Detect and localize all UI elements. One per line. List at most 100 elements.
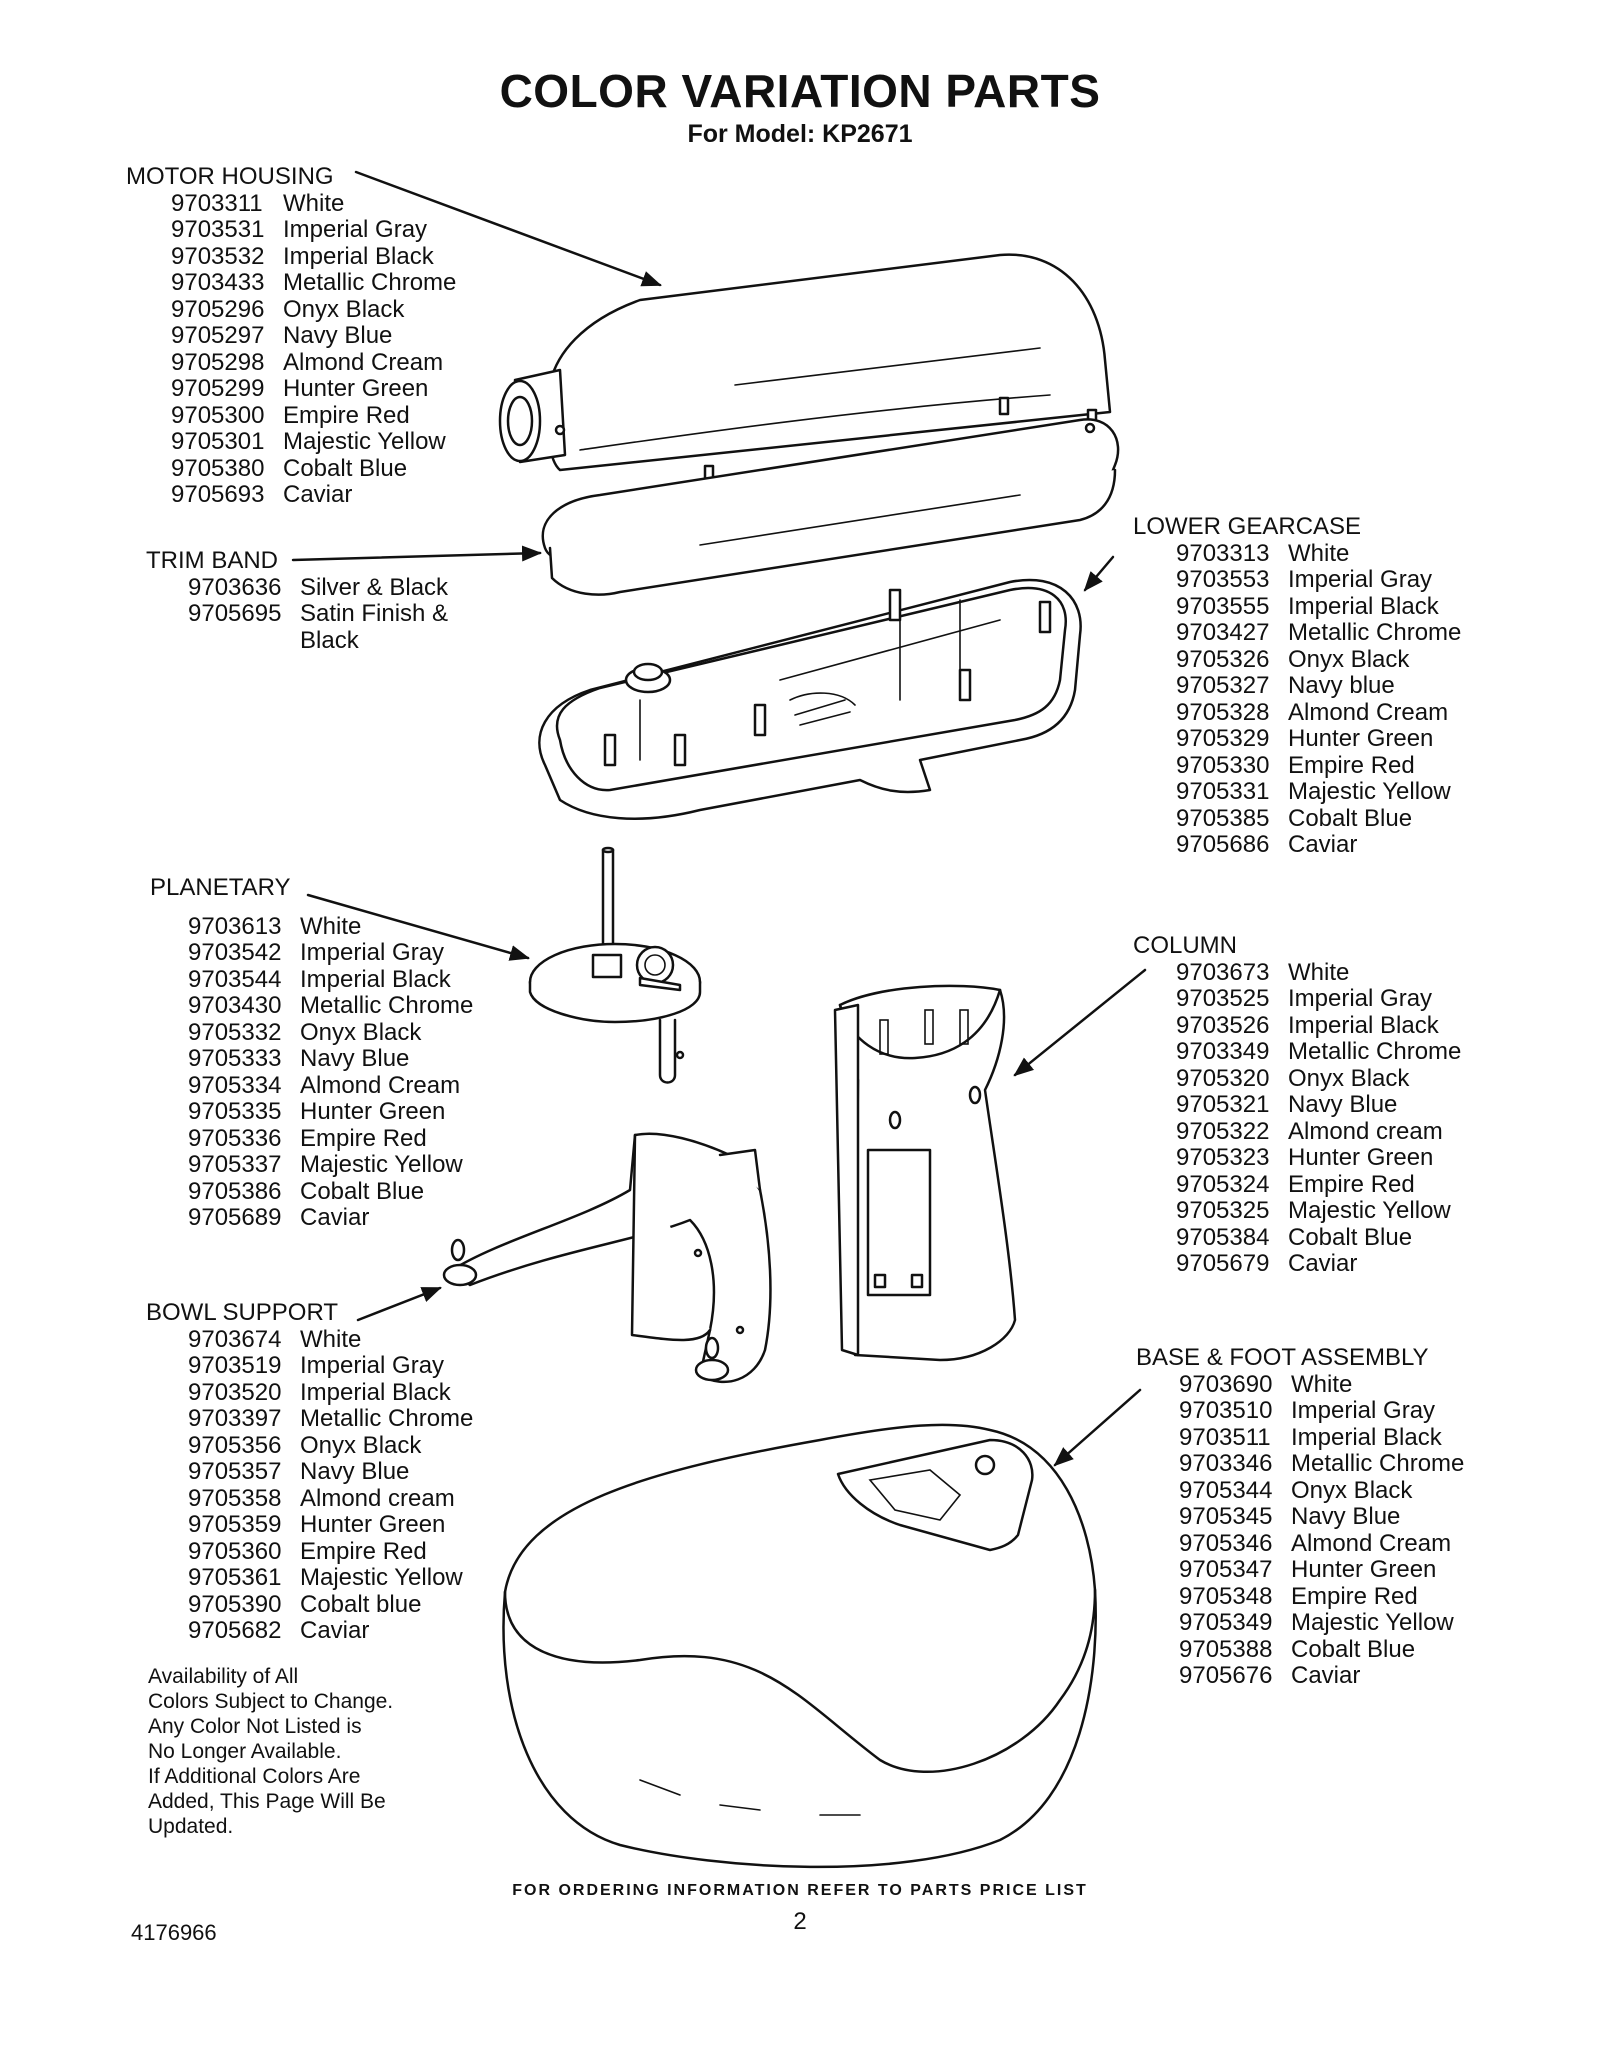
- part-number: 9705328: [1176, 698, 1270, 726]
- part-number: 9705333: [188, 1045, 282, 1072]
- part-color: Empire Red: [283, 401, 410, 429]
- part-color: White: [1288, 958, 1350, 986]
- part-color: Navy Blue: [300, 1045, 410, 1072]
- motor-housing-heading: MOTOR HOUSING: [126, 163, 334, 190]
- page-title: COLOR VARIATION PARTS: [499, 65, 1101, 117]
- part-color: Navy Blue: [1291, 1503, 1401, 1530]
- part-color: Metallic Chrome: [1291, 1450, 1465, 1477]
- part-number: 9705386: [188, 1177, 282, 1205]
- trim-band-heading: TRIM BAND: [146, 547, 278, 574]
- note-line: Updated.: [148, 1815, 234, 1838]
- part-color: White: [1291, 1370, 1353, 1398]
- part-color: Majestic Yellow: [1291, 1609, 1454, 1636]
- part-color: Onyx Black: [1288, 1064, 1410, 1092]
- part-color: Almond Cream: [300, 1071, 461, 1099]
- part-number: 9705296: [171, 295, 265, 323]
- leader-bowl-support: [356, 1286, 442, 1322]
- part-color: Hunter Green: [300, 1511, 446, 1538]
- part-row: 9705360 Empire Red: [188, 1537, 473, 1566]
- model-subtitle: For Model: KP2671: [687, 120, 913, 148]
- part-color: Metallic Chrome: [1288, 1038, 1462, 1065]
- part-number: 9705361: [188, 1564, 282, 1591]
- part-color: Hunter Green: [300, 1098, 446, 1125]
- part-number: 9705329: [1176, 725, 1270, 752]
- part-number: 9705334: [188, 1071, 282, 1099]
- part-number: 9705360: [188, 1537, 282, 1565]
- part-color: Imperial Gray: [300, 1352, 445, 1379]
- part-color: Cobalt Blue: [1288, 1223, 1413, 1251]
- part-color: White: [300, 912, 362, 940]
- part-color: Empire Red: [1291, 1582, 1418, 1610]
- leader-base-foot: [1053, 1388, 1142, 1467]
- part-color: Caviar: [300, 1204, 370, 1231]
- part-color: Almond Cream: [283, 348, 444, 376]
- leader-planetary: [306, 893, 530, 961]
- part-number: 9703636: [188, 573, 282, 601]
- part-color: Empire Red: [300, 1124, 427, 1152]
- part-number: 9705357: [188, 1458, 282, 1485]
- part-number: 9705347: [1179, 1556, 1273, 1583]
- part-number: 9705380: [171, 454, 265, 482]
- part-number: 9705335: [188, 1098, 282, 1125]
- part-number: 9703525: [1176, 985, 1270, 1012]
- part-number: 9703397: [188, 1405, 282, 1432]
- part-number: 9705337: [188, 1151, 282, 1178]
- column-heading: COLUMN: [1133, 932, 1238, 959]
- part-color: Empire Red: [300, 1537, 427, 1565]
- part-color: Cobalt Blue: [1291, 1635, 1416, 1663]
- part-number: 9705332: [188, 1018, 282, 1046]
- part-color: Imperial Black: [300, 1378, 451, 1406]
- part-number: 9705686: [1176, 831, 1270, 858]
- part-number: 9705321: [1176, 1091, 1270, 1118]
- document-number: 4176966: [131, 1920, 217, 1945]
- part-number: 9705359: [188, 1511, 282, 1538]
- part-color: Imperial Black: [1291, 1423, 1442, 1451]
- part-number: 9703555: [1176, 592, 1270, 620]
- part-number: 9705385: [1176, 804, 1270, 832]
- part-color: White: [283, 189, 345, 217]
- part-color: Metallic Chrome: [300, 992, 474, 1019]
- part-color: Satin Finish &: [300, 600, 449, 627]
- part-color: Onyx Black: [300, 1018, 422, 1046]
- part-number: 9703427: [1176, 619, 1270, 646]
- part-color: Metallic Chrome: [1288, 619, 1462, 646]
- part-number: 9703674: [188, 1325, 282, 1353]
